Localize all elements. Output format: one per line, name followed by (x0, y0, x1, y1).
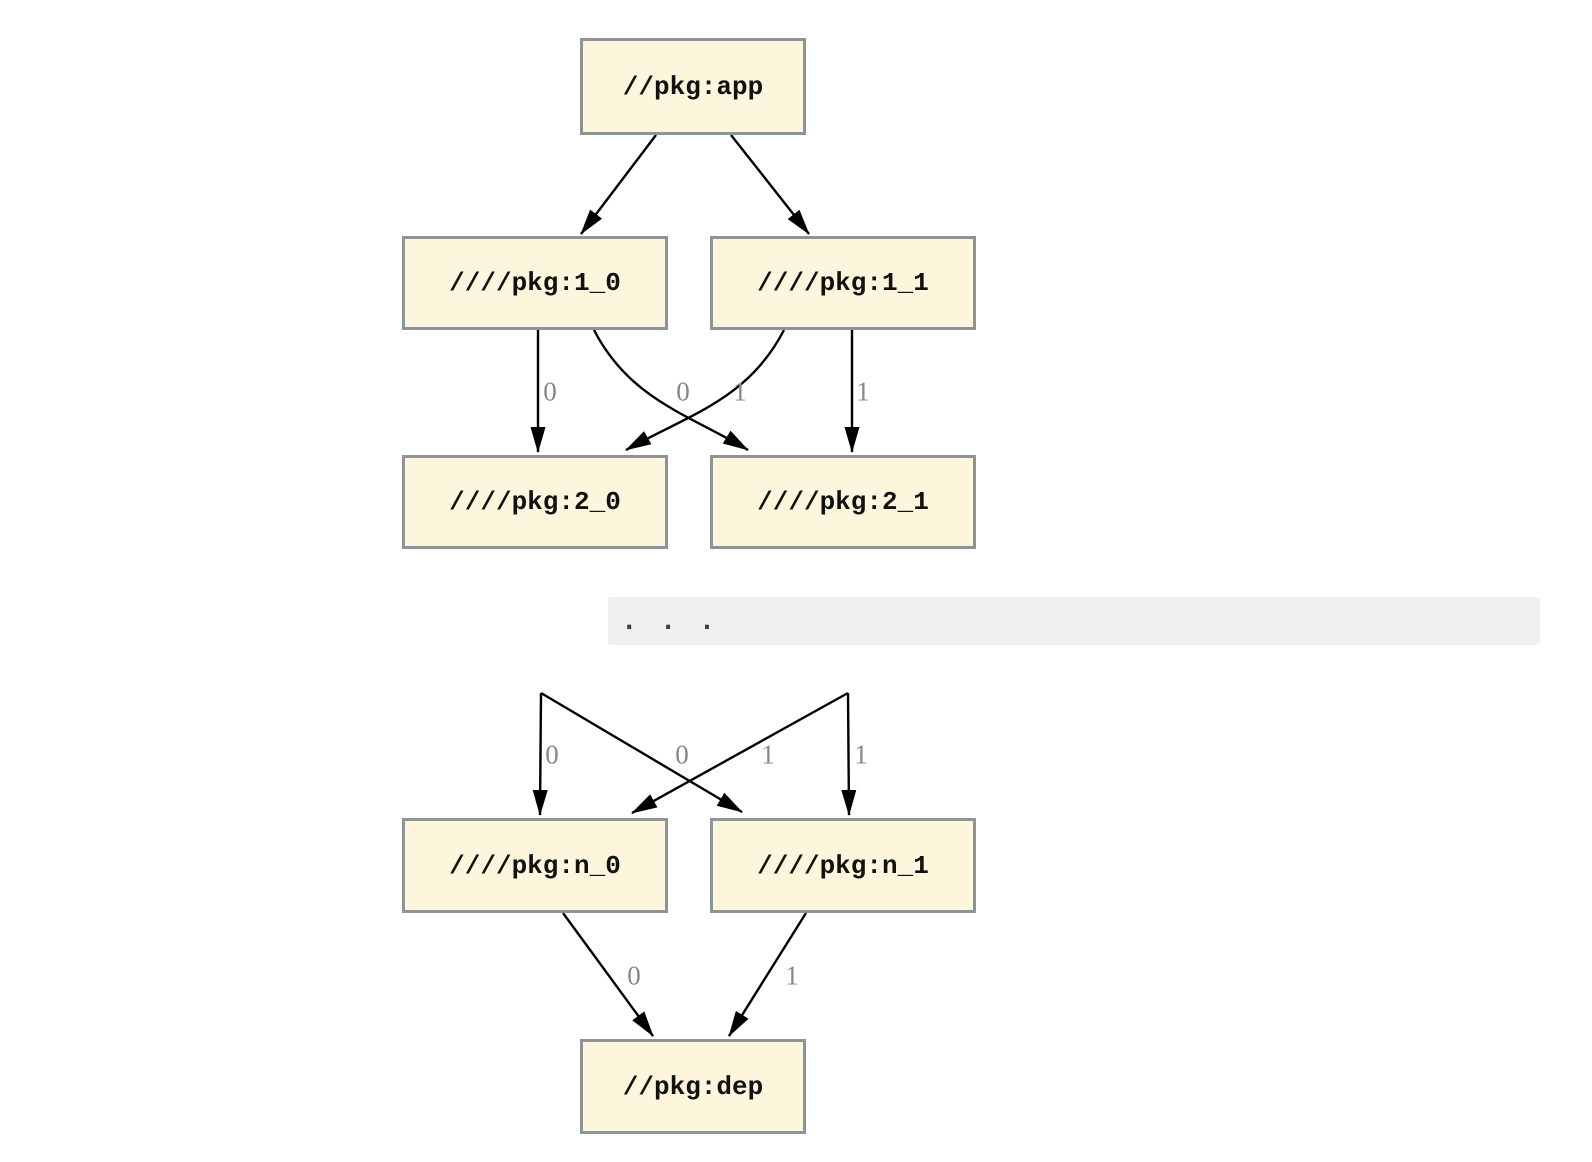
edge-label-dots-to-n_0-left: 0 (545, 739, 559, 770)
node-pkg-1_0: ////pkg:1_0 (402, 236, 668, 330)
edge-label-1_1-to-2_0: 0 (676, 376, 690, 407)
node-pkg-1_0-label: ////pkg:1_0 (449, 268, 621, 298)
node-pkg-1_1: ////pkg:1_1 (710, 236, 976, 330)
elided-levels-band: . . . (608, 597, 1540, 645)
edge-label-dots-to-n_1-right: 1 (854, 739, 868, 770)
ellipsis-dots: . . . (622, 607, 720, 635)
edge-dots-to-n_0-left (532, 692, 548, 816)
edge-dots-to-n_1-right (841, 692, 857, 816)
edge-n_0-to-dep (562, 912, 654, 1037)
edge-1_1-to-2_0 (625, 329, 786, 452)
edge-label-1_1-to-2_1: 1 (856, 376, 870, 407)
node-pkg-n_1: ////pkg:n_1 (710, 818, 976, 913)
edge-dots-to-n_1-cross (540, 691, 743, 814)
edge-label-1_0-to-2_0: 0 (543, 376, 557, 407)
node-pkg-2_0: ////pkg:2_0 (402, 455, 668, 549)
edge-1_0-to-2_1 (592, 329, 749, 452)
edge-label-dots-to-n_1-cross: 1 (761, 739, 775, 770)
node-pkg-app-label: //pkg:app (622, 71, 764, 102)
node-pkg-dep: //pkg:dep (580, 1039, 806, 1134)
node-pkg-1_1-label: ////pkg:1_1 (757, 268, 929, 298)
edge-app-to-1_1 (730, 134, 810, 235)
node-pkg-n_0-label: ////pkg:n_0 (449, 850, 621, 881)
node-pkg-n_0: ////pkg:n_0 (402, 818, 668, 913)
edge-label-n_0-to-dep: 0 (627, 960, 641, 991)
edge-dots-to-n_0-cross (631, 691, 849, 815)
edge-label-1_0-to-2_1: 1 (733, 376, 747, 407)
node-pkg-2_1: ////pkg:2_1 (710, 455, 976, 549)
node-pkg-2_1-label: ////pkg:2_1 (757, 487, 929, 517)
edge-n_1-to-dep (727, 912, 808, 1037)
node-pkg-n_1-label: ////pkg:n_1 (757, 850, 929, 881)
node-pkg-dep-label: //pkg:dep (622, 1071, 764, 1102)
edge-label-n_1-to-dep: 1 (785, 960, 799, 991)
node-pkg-2_0-label: ////pkg:2_0 (449, 487, 621, 517)
edge-label-dots-to-n_0-cross: 0 (675, 739, 689, 770)
edge-app-to-1_0 (580, 134, 657, 235)
node-pkg-app: //pkg:app (580, 38, 806, 135)
